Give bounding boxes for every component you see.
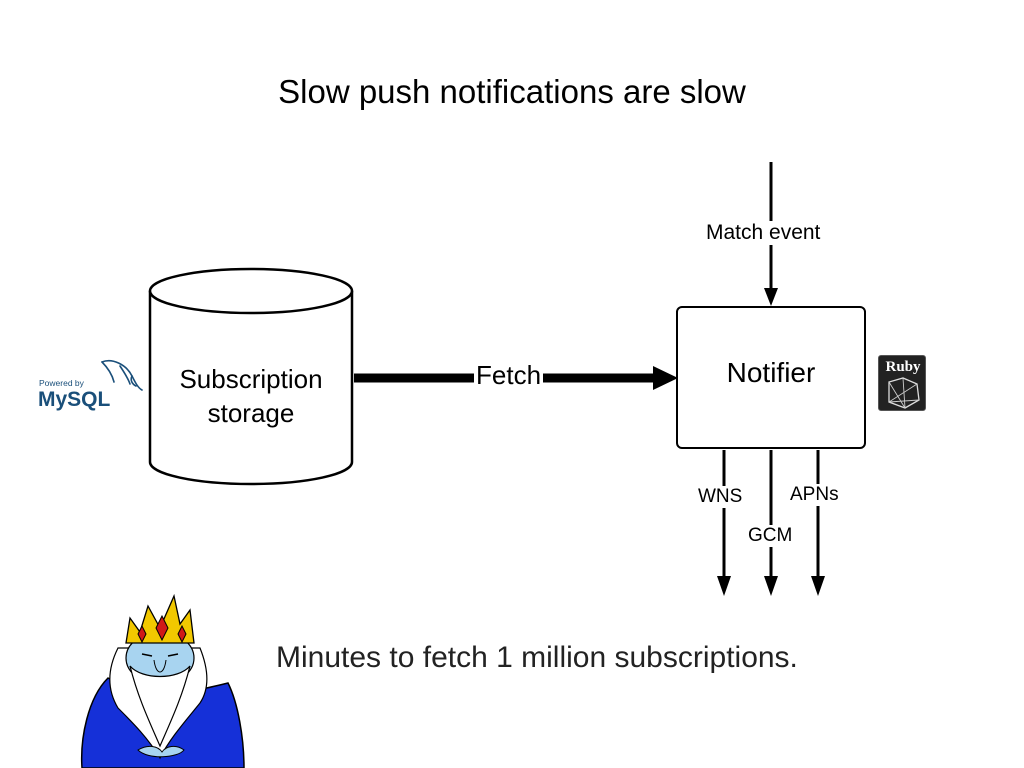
- gcm-label: GCM: [744, 525, 797, 547]
- apns-arrow: [811, 450, 825, 596]
- apns-label: APNs: [788, 484, 841, 506]
- slide-title: Slow push notifications are slow: [278, 73, 746, 110]
- dolphin-icon: [101, 360, 143, 391]
- gcm-arrow: [764, 450, 778, 596]
- storage-label-line1: Subscription: [179, 364, 323, 394]
- ruby-gem-icon: [888, 377, 920, 409]
- storage-cylinder: [148, 267, 354, 486]
- storage-label: Subscription storage: [150, 362, 352, 430]
- mysql-powered-by: Powered by: [39, 378, 85, 388]
- storage-label-line2: storage: [207, 398, 295, 428]
- notifier-box: [676, 306, 866, 449]
- mysql-logo: Powered by MySQL: [38, 360, 143, 411]
- fetch-label: Fetch: [474, 360, 544, 391]
- wns-arrow: [717, 450, 731, 596]
- ruby-logo: Ruby: [878, 355, 926, 411]
- ruby-logo-text: Ruby: [885, 359, 921, 375]
- match-event-label: Match event: [700, 221, 827, 245]
- notifier-label: Notifier: [726, 357, 816, 388]
- ice-king-illustration: [80, 593, 245, 768]
- mysql-name: MySQL: [38, 388, 111, 411]
- wns-label: WNS: [696, 486, 745, 508]
- slide-caption: Minutes to fetch 1 million subscriptions…: [276, 641, 798, 674]
